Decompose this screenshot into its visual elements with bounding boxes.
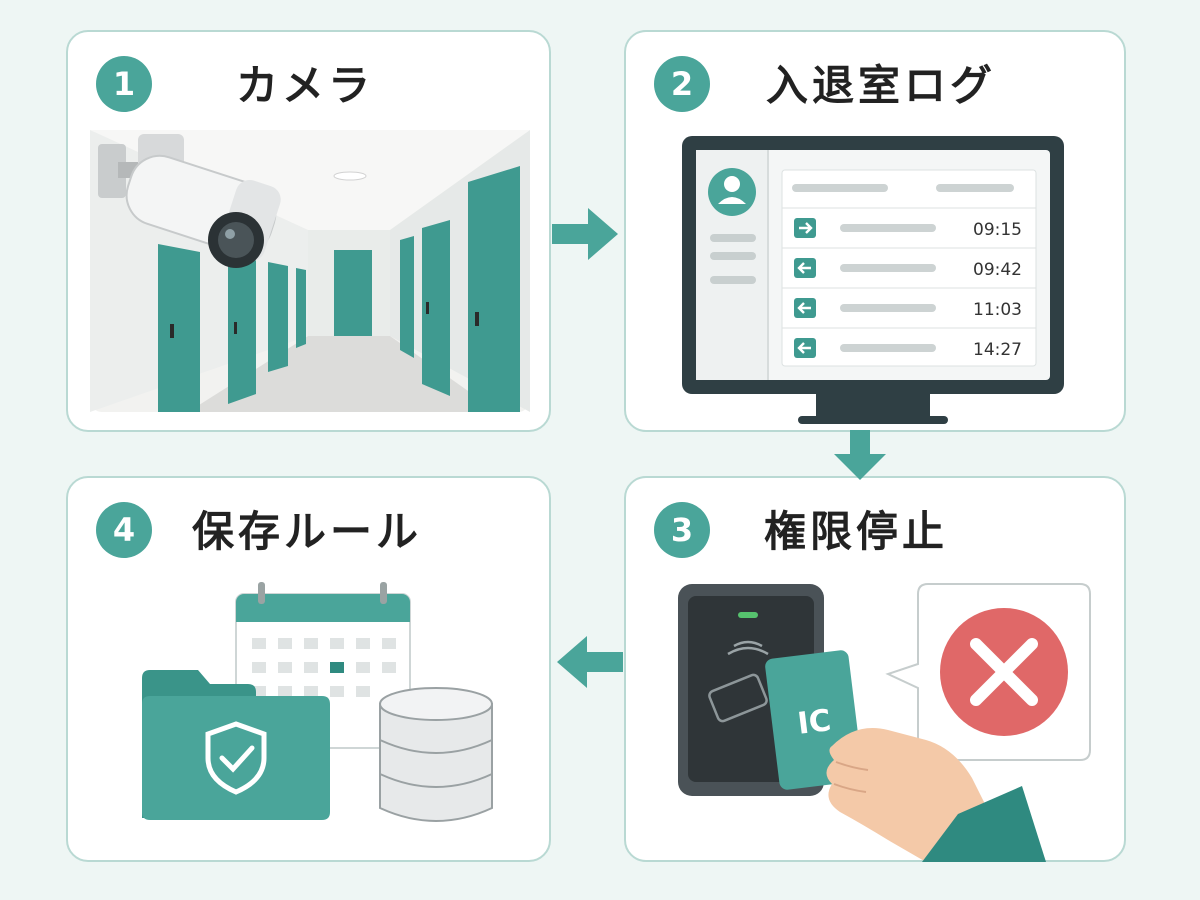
step-number-badge: 3 xyxy=(654,502,710,558)
log-row: 09:15 xyxy=(794,218,1022,240)
security-camera-icon xyxy=(98,134,281,268)
step-panel-access-revoke: 3 権限停止 IC xyxy=(624,476,1126,862)
step-number-badge: 2 xyxy=(654,56,710,112)
flow-arrow-left xyxy=(557,636,623,688)
access-revoke-illustration: IC xyxy=(678,583,1091,862)
hand-icon xyxy=(826,728,1046,862)
step-title: カメラ xyxy=(236,61,375,110)
denied-x-icon xyxy=(940,608,1068,736)
step-panel-retention-rules: 4 保存ルール xyxy=(66,476,551,862)
log-time: 09:42 xyxy=(973,260,1022,280)
log-time: 09:15 xyxy=(973,220,1022,240)
log-time: 14:27 xyxy=(973,340,1022,360)
step-panel-access-log: 2 入退室ログ 09:15 xyxy=(624,30,1126,432)
log-row: 11:03 xyxy=(794,298,1022,320)
retention-illustration xyxy=(142,582,493,822)
log-row: 09:42 xyxy=(794,258,1022,280)
database-icon xyxy=(379,687,493,822)
step-number-badge: 1 xyxy=(96,56,152,112)
step-number-badge: 4 xyxy=(96,502,152,558)
denied-bubble xyxy=(885,583,1091,761)
secure-folder-icon xyxy=(142,670,330,820)
step-title: 保存ルール xyxy=(192,507,423,556)
step-panel-camera: 1 カメラ xyxy=(66,30,551,432)
log-row: 14:27 xyxy=(794,338,1022,360)
flow-arrow-down xyxy=(834,430,886,480)
camera-hallway-illustration xyxy=(90,130,530,412)
log-time: 11:03 xyxy=(973,300,1022,320)
ic-card-label: IC xyxy=(796,703,833,742)
user-avatar-icon xyxy=(708,168,756,216)
monitor-log-illustration: 09:15 09:42 11:03 14:27 xyxy=(682,136,1064,424)
step-title: 権限停止 xyxy=(764,507,949,556)
flow-arrow-right xyxy=(552,208,618,260)
step-title: 入退室ログ xyxy=(766,61,997,110)
